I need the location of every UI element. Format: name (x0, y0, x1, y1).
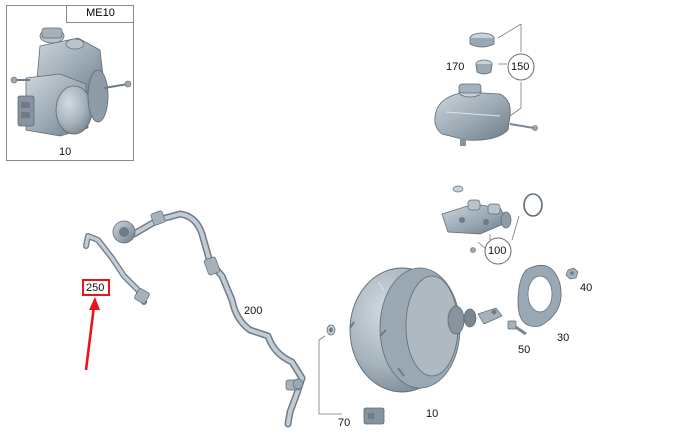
callout-10[interactable]: 10 (426, 408, 439, 420)
callout-40[interactable]: 40 (580, 282, 593, 294)
callout-100[interactable]: 100 (488, 245, 507, 257)
reservoir-cap-part (469, 32, 495, 75)
bolt-part (507, 320, 527, 336)
inset-assembly-image (10, 27, 132, 137)
grommet-part (318, 324, 342, 415)
nut-part (565, 267, 579, 280)
callout-70[interactable]: 70 (338, 417, 351, 429)
callout-170[interactable]: 170 (446, 61, 465, 73)
vacuum-line-part (112, 210, 306, 428)
callout-150[interactable]: 150 (511, 61, 530, 73)
vacuum-line-250-part (83, 233, 150, 305)
callout-250-highlight[interactable]: 250 (82, 279, 110, 296)
callout-200[interactable]: 200 (244, 305, 263, 317)
callout-50[interactable]: 50 (518, 344, 531, 356)
callout-30[interactable]: 30 (557, 332, 570, 344)
leader-150 (497, 23, 535, 117)
brake-booster-part (349, 267, 503, 425)
leader-100 (477, 215, 520, 265)
callout-250: 250 (86, 282, 105, 294)
gasket-part (517, 265, 562, 327)
inset-frame (6, 5, 134, 161)
brake-fluid-reservoir-part (434, 83, 538, 146)
highlight-arrow (84, 297, 100, 371)
master-cylinder-part (441, 185, 543, 253)
inset-part-number[interactable]: 10 (59, 146, 72, 158)
inset-tag-label: ME10 (66, 5, 134, 23)
